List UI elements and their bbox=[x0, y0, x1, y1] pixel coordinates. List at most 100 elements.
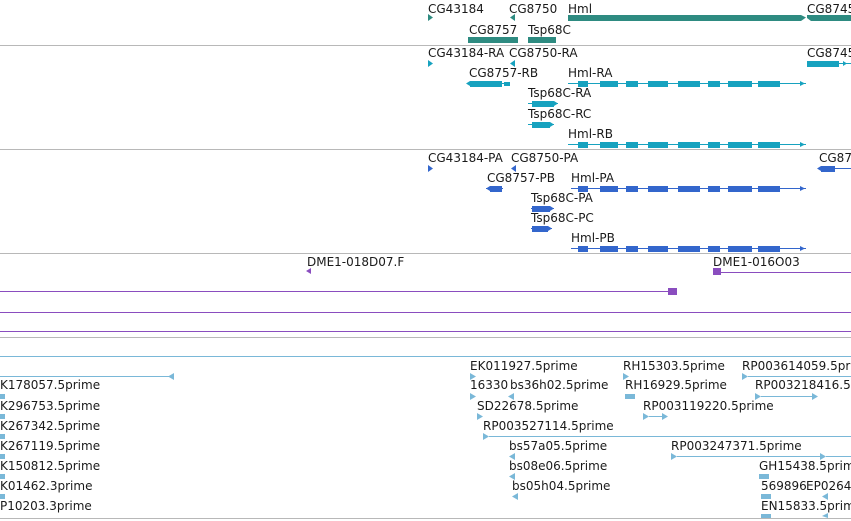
est-feature[interactable] bbox=[0, 434, 5, 439]
est-feature[interactable] bbox=[0, 414, 5, 419]
gene-label-cg8745: CG8745 bbox=[807, 2, 851, 16]
est-label: EK011927.5prime bbox=[470, 359, 578, 373]
est-label: K267119.5prime bbox=[0, 439, 100, 453]
protein-feature-cg43184-pa[interactable] bbox=[428, 165, 433, 172]
gene-feature-hml[interactable] bbox=[568, 15, 806, 21]
protein-label-cg8757-pb: CG8757-PB bbox=[487, 171, 555, 185]
protein-feature-tsp68c-pa[interactable] bbox=[531, 206, 554, 212]
est-label: bs05h04.5prime bbox=[512, 479, 610, 493]
protein-feature-cg8750-pa[interactable] bbox=[511, 165, 516, 172]
est-label: EP0264 bbox=[806, 479, 851, 493]
protein-label-tsp68c-pc: Tsp68C-PC bbox=[530, 211, 594, 225]
est-label: P10203.3prime bbox=[0, 499, 92, 513]
transcript-label-cg43184-ra: CG43184-RA bbox=[428, 46, 505, 60]
protein-feature-hml-pb[interactable] bbox=[571, 246, 806, 252]
est-label: RP003527114.5prime bbox=[483, 419, 614, 433]
clone-label-dme1-016o03: DME1-016O03 bbox=[713, 255, 800, 269]
clone-feature-dme1-016o03[interactable] bbox=[713, 268, 851, 275]
transcript-label-cg8750-ra: CG8750-RA bbox=[509, 46, 578, 60]
transcript-track: CG43184-RA CG8750-RA CG8745 CG8757-RB Hm… bbox=[428, 46, 851, 148]
gene-label-cg8757: CG8757 bbox=[469, 23, 517, 37]
est-feature[interactable] bbox=[0, 474, 5, 479]
est-label: GH15438.5prime bbox=[759, 459, 851, 473]
protein-feature-cg8757-pb[interactable] bbox=[486, 186, 503, 192]
est-feature[interactable] bbox=[623, 373, 629, 380]
est-feature[interactable] bbox=[0, 454, 5, 459]
est-feature[interactable] bbox=[755, 393, 818, 400]
gene-feature-cg43184[interactable] bbox=[428, 14, 433, 21]
gene-label-cg43184: CG43184 bbox=[428, 2, 484, 16]
transcript-feature-tsp68c-ra[interactable] bbox=[528, 101, 558, 107]
protein-track: CG43184-PA CG8750-PA CG87 CG8757-PB Hml-… bbox=[428, 151, 851, 252]
gene-feature-cg8745[interactable] bbox=[807, 15, 851, 21]
gene-label-tsp68c: Tsp68C bbox=[527, 23, 571, 37]
est-feature[interactable] bbox=[0, 494, 5, 499]
clone-marker-dme1-018d07[interactable] bbox=[306, 268, 311, 274]
transcript-label-hml-rb: Hml-RB bbox=[568, 127, 613, 141]
transcript-feature-cg8745[interactable] bbox=[807, 61, 851, 67]
est-feature[interactable] bbox=[822, 493, 828, 500]
transcript-label-cg8757-rb: CG8757-RB bbox=[469, 66, 538, 80]
est-feature[interactable] bbox=[761, 514, 771, 518]
est-track: EK011927.5prime RH15303.5prime RP0036140… bbox=[0, 356, 851, 518]
est-feature[interactable] bbox=[509, 453, 515, 460]
transcript-feature-cg43184-ra[interactable] bbox=[428, 60, 433, 67]
protein-label-cg87: CG87 bbox=[819, 151, 851, 165]
clone-feature-dme1-018d07[interactable] bbox=[0, 288, 677, 295]
transcript-feature-hml-ra[interactable] bbox=[568, 81, 806, 87]
est-feature[interactable] bbox=[742, 373, 851, 380]
est-feature[interactable] bbox=[761, 494, 771, 499]
protein-label-hml-pb: Hml-PB bbox=[571, 231, 615, 245]
est-label: RP003119220.5prime bbox=[643, 399, 774, 413]
est-feature[interactable] bbox=[509, 473, 515, 480]
est-feature[interactable] bbox=[483, 433, 851, 440]
est-feature[interactable] bbox=[470, 393, 476, 400]
est-label: 569896 bbox=[761, 479, 807, 493]
est-label: SD22678.5prime bbox=[477, 399, 578, 413]
est-label: RP003614059.5prime bbox=[742, 359, 851, 373]
est-feature[interactable] bbox=[470, 373, 476, 380]
est-label: K150812.5prime bbox=[0, 459, 100, 473]
est-label: bs36h02.5prime bbox=[510, 378, 608, 392]
est-label: 16330 bbox=[470, 378, 508, 392]
clone-label-dme1-018d07: DME1-018D07.F bbox=[307, 255, 404, 269]
protein-label-cg43184-pa: CG43184-PA bbox=[428, 151, 504, 165]
transcript-label-tsp68c-rc: Tsp68C-RC bbox=[527, 107, 591, 121]
gene-feature-cg8750[interactable] bbox=[510, 14, 515, 21]
transcript-feature-hml-rb[interactable] bbox=[568, 142, 806, 148]
est-feature[interactable] bbox=[671, 453, 851, 460]
est-label: RH16929.5prime bbox=[625, 378, 727, 392]
est-feature[interactable] bbox=[643, 413, 668, 420]
gene-label-hml: Hml bbox=[568, 2, 592, 16]
est-label: bs57a05.5prime bbox=[509, 439, 607, 453]
gene-feature-tsp68c[interactable] bbox=[528, 37, 556, 43]
protein-feature-hml-pa[interactable] bbox=[571, 186, 806, 192]
transcript-label-hml-ra: Hml-RA bbox=[568, 66, 613, 80]
est-feature[interactable] bbox=[625, 394, 635, 399]
protein-feature-cg87[interactable] bbox=[817, 166, 851, 172]
transcript-feature-cg8757-rb[interactable] bbox=[466, 81, 510, 87]
est-label: K296753.5prime bbox=[0, 399, 100, 413]
est-feature[interactable] bbox=[512, 493, 518, 500]
est-feature[interactable] bbox=[759, 474, 769, 479]
est-label: RP003247371.5prime bbox=[671, 439, 802, 453]
est-label: EN15833.5prime bbox=[761, 499, 851, 513]
transcript-feature-tsp68c-rc[interactable] bbox=[528, 122, 554, 128]
protein-feature-tsp68c-pc[interactable] bbox=[531, 226, 552, 232]
transcript-label-cg8745: CG8745 bbox=[807, 46, 851, 60]
gene-feature-cg8757[interactable] bbox=[468, 37, 518, 43]
est-feature[interactable] bbox=[822, 513, 828, 518]
gene-label-cg8750: CG8750 bbox=[509, 2, 557, 16]
est-label: K267342.5prime bbox=[0, 419, 100, 433]
est-feature[interactable] bbox=[0, 373, 174, 380]
protein-label-cg8750-pa: CG8750-PA bbox=[511, 151, 579, 165]
est-feature[interactable] bbox=[508, 393, 514, 400]
est-feature[interactable] bbox=[0, 394, 5, 399]
est-label: K01462.3prime bbox=[0, 479, 92, 493]
transcript-feature-cg8750-ra[interactable] bbox=[510, 60, 515, 67]
est-label: RP003218416.5 bbox=[755, 378, 851, 392]
est-feature[interactable] bbox=[477, 413, 483, 420]
est-label: bs08e06.5prime bbox=[509, 459, 607, 473]
transcript-label-tsp68c-ra: Tsp68C-RA bbox=[527, 86, 592, 100]
